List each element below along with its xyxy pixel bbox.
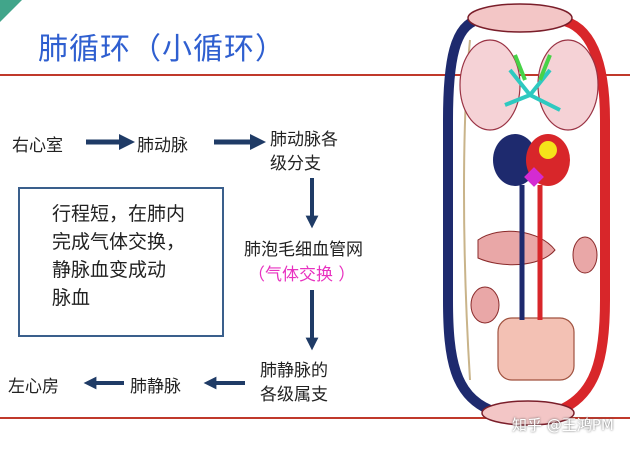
intestines (497, 317, 575, 381)
node-pulmonary-artery: 肺动脉 (137, 136, 188, 156)
node-vein-branches-line2: 各级属支 (260, 385, 328, 405)
watermark: 知乎 @王鸿PM (512, 416, 614, 434)
node-alveolar-capillary-network: 肺泡毛细血管网 (244, 240, 363, 260)
right-lung (537, 39, 599, 131)
liver (477, 230, 556, 266)
pulmonary-vessels (504, 68, 561, 112)
head-capillary-bed (467, 3, 573, 33)
kidney-right (572, 236, 598, 274)
note-line-4: 脉血 (52, 287, 91, 309)
note-line-2: 完成气体交换， (52, 231, 186, 253)
bottom-line (0, 417, 630, 419)
lower-capillary-bed (481, 400, 575, 426)
note-line-1: 行程短，在肺内 (52, 203, 186, 225)
note-box: 行程短，在肺内 完成气体交换， 静脉血变成动 脉血 (18, 187, 224, 337)
note-line-3: 静脉血变成动 (52, 259, 167, 281)
kidney-left (470, 286, 500, 324)
corner-accent (0, 0, 22, 22)
systemic-vein-loop (443, 15, 493, 415)
title-underline (0, 74, 630, 76)
page-title: 肺循环（小循环） (38, 32, 286, 67)
node-vein-branches-line1: 肺静脉的 (260, 361, 328, 381)
node-artery-branches-line2: 级分支 (270, 154, 321, 174)
node-pulmonary-vein: 肺静脉 (130, 377, 181, 397)
heart-right (493, 134, 537, 186)
node-left-atrium: 左心房 (8, 377, 59, 397)
heart-marker-yellow (539, 141, 557, 159)
left-lung (459, 39, 521, 131)
pulmonary-vessels-green (513, 54, 552, 81)
node-right-ventricle: 右心室 (12, 136, 63, 156)
systemic-artery-loop (557, 15, 610, 415)
gas-exchange-label: （气体交换 ） (248, 265, 356, 285)
node-artery-branches-line1: 肺动脉各 (270, 130, 338, 150)
